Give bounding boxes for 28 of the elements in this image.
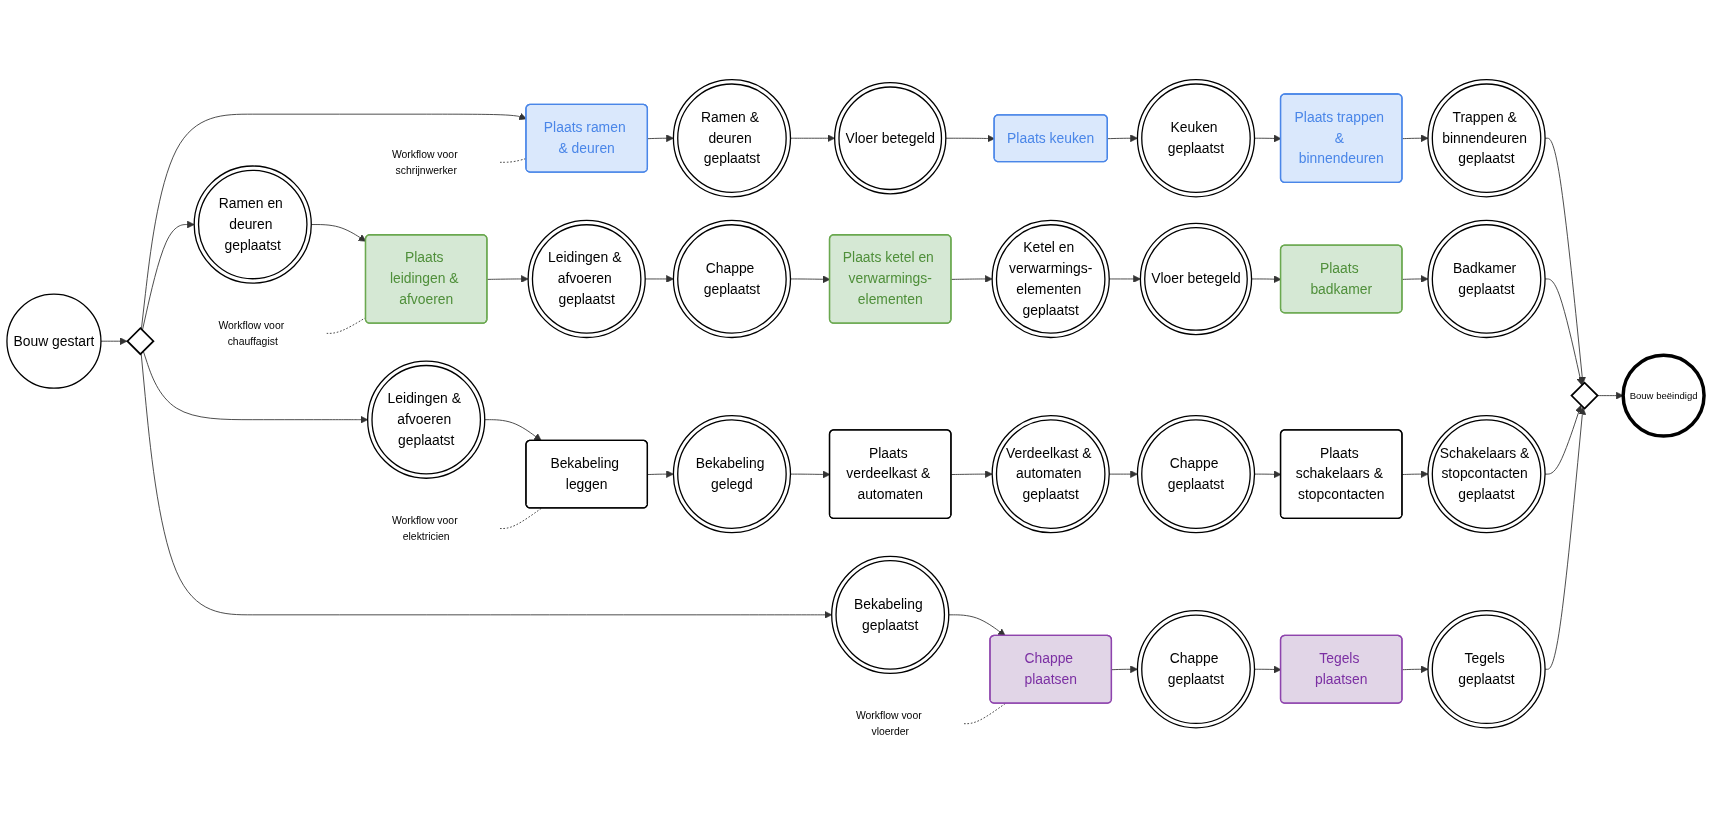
node-text: Workflow voor schrijnwerker — [391, 148, 458, 177]
node-circle: Ramen en deuren geplaatst — [193, 165, 312, 284]
node-circle: Ketel en verwarmings-elementen geplaatst — [991, 219, 1110, 339]
node-circle: Ramen & deuren geplaatst — [672, 79, 792, 198]
node-circle: Chappe geplaatst — [1136, 610, 1256, 729]
node-circle: Chappe geplaatst — [672, 219, 792, 339]
node-circle: Chappe geplaatst — [1136, 414, 1256, 534]
node-circle: Bekabeling geplaatst — [831, 555, 950, 675]
node-circle: Bekabeling gelegd — [672, 414, 792, 534]
node-text: Workflow voor chauffagist — [218, 319, 285, 348]
node-circle: Vloer betegeld — [1139, 222, 1253, 336]
node-text: Workflow voor elektricien — [391, 514, 458, 543]
node-circle: Badkamer geplaatst — [1427, 219, 1546, 339]
connector — [499, 507, 542, 529]
node-diamond — [126, 326, 155, 356]
node-circle: Vloer betegeld — [834, 82, 947, 195]
node-circle: Keuken geplaatst — [1136, 79, 1256, 198]
node-circle: Leidingen & afvoeren geplaatst — [367, 360, 486, 479]
node-circle: Trappen & binnendeuren geplaatst — [1427, 79, 1546, 198]
node-diamond — [1570, 381, 1599, 410]
node-circle: Verdeelkast & automaten geplaatst — [991, 414, 1110, 534]
connector — [963, 703, 1006, 725]
node-circle: Bouw beëindigd — [1621, 353, 1706, 438]
node-circle: Tegels geplaatst — [1427, 610, 1546, 729]
node-circle: Schakelaars & stopcontacten geplaatst — [1427, 414, 1546, 534]
node-text: Workflow voor vloerder — [855, 709, 922, 738]
node-circle: Bouw gestart — [6, 293, 102, 389]
node-circle: Leidingen & afvoeren geplaatst — [527, 219, 646, 339]
